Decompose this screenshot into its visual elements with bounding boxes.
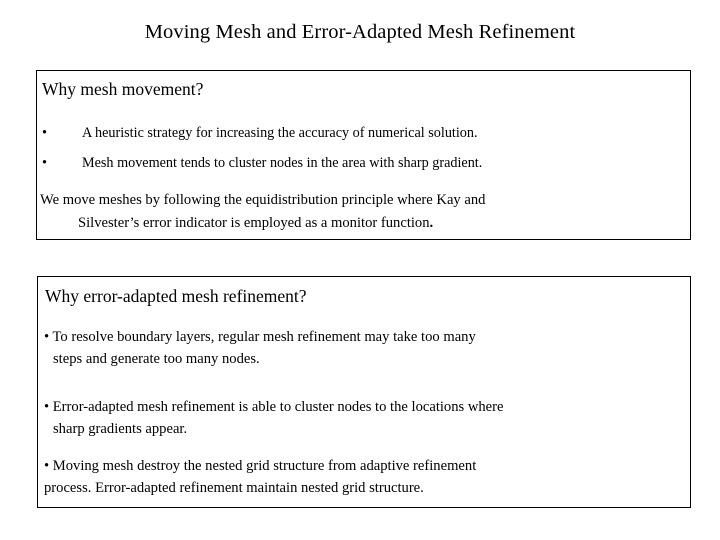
paragraph-line: Silvester’s error indicator is employed …: [40, 212, 685, 235]
paragraph-line-text: Silvester’s error indicator is employed …: [78, 215, 430, 231]
list-item-line: • Error-adapted mesh refinement is able …: [44, 399, 504, 415]
page-title: Moving Mesh and Error-Adapted Mesh Refin…: [144, 21, 576, 43]
list-item: • Error-adapted mesh refinement is able …: [44, 396, 684, 440]
content-box-mesh-movement: Why mesh movement? • A heuristic strateg…: [36, 70, 691, 240]
box-one-heading: Why mesh movement?: [42, 79, 204, 99]
box-one-paragraph: We move meshes by following the equidist…: [40, 189, 685, 235]
list-item-line: • To resolve boundary layers, regular me…: [44, 329, 476, 345]
list-item-line: steps and generate too many nodes.: [53, 351, 260, 367]
list-item: • To resolve boundary layers, regular me…: [44, 326, 684, 370]
list-item-text: Mesh movement tends to cluster nodes in …: [82, 155, 483, 171]
list-item: • Moving mesh destroy the nested grid st…: [44, 455, 684, 499]
list-item-text: A heuristic strategy for increasing the …: [82, 125, 478, 141]
content-box-error-adapted-refinement: Why error-adapted mesh refinement? • To …: [37, 276, 691, 508]
paragraph-final-period: .: [429, 215, 434, 231]
bullet-point-icon: •: [42, 125, 47, 141]
box-two-heading: Why error-adapted mesh refinement?: [45, 286, 307, 306]
list-item-line: process. Error-adapted refinement mainta…: [44, 480, 424, 496]
list-item-line: sharp gradients appear.: [53, 421, 188, 437]
paragraph-line: We move meshes by following the equidist…: [40, 192, 486, 208]
bullet-point-icon: •: [42, 155, 47, 171]
list-item-line: • Moving mesh destroy the nested grid st…: [44, 458, 477, 474]
